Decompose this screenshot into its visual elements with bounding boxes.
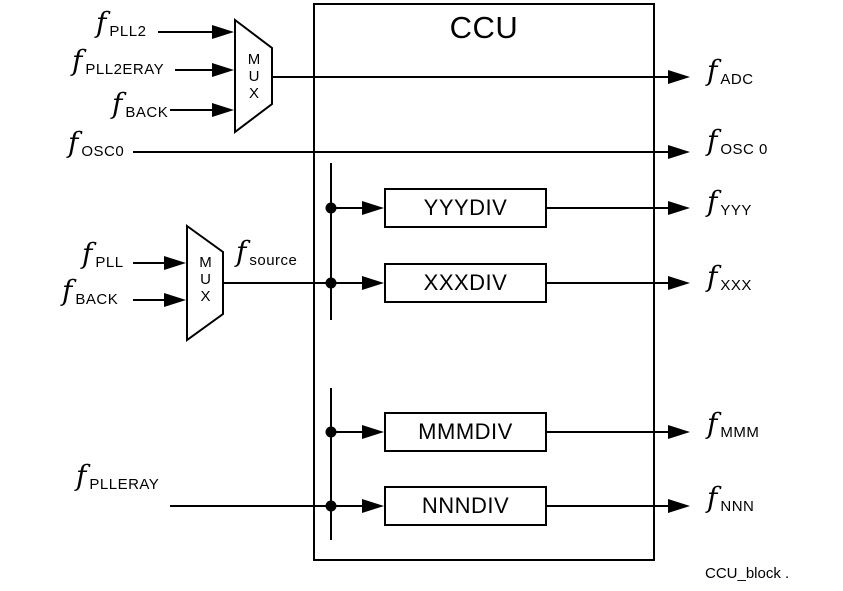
arrowhead-icon bbox=[212, 25, 234, 39]
arrowhead-icon bbox=[668, 276, 690, 290]
arrowhead-icon bbox=[362, 499, 384, 513]
signal-label-f-yyy: f YYY bbox=[707, 185, 752, 219]
mux2-letter-u: U bbox=[200, 271, 211, 288]
arrowhead-icon bbox=[212, 63, 234, 77]
mux2-letter-x: X bbox=[200, 288, 211, 305]
mux1-letter-m: M bbox=[247, 51, 261, 68]
signal-label-f-pll2eray: f PLL2ERAY bbox=[72, 44, 165, 78]
arrowhead-icon bbox=[668, 425, 690, 439]
signal-label-f-osc0-in: f OSC0 bbox=[68, 126, 125, 160]
arrowhead-icon bbox=[362, 201, 384, 215]
signal-label-f-source: f source bbox=[236, 235, 298, 269]
signal-label-f-xxx: f XXX bbox=[707, 260, 752, 294]
mux2-label: M U X bbox=[188, 254, 223, 305]
yyydiv-label: YYYDIV bbox=[423, 195, 508, 220]
mmmdiv-box bbox=[384, 412, 547, 452]
ccu-block-title: CCU bbox=[449, 10, 519, 45]
arrowhead-icon bbox=[212, 103, 234, 117]
junction-dot bbox=[325, 202, 337, 214]
signal-label-f-mmm: f MMM bbox=[707, 407, 760, 441]
signal-label-f-back-top: f BACK bbox=[112, 87, 169, 121]
arrowhead-icon bbox=[362, 276, 384, 290]
signal-label-f-back-mid: f BACK bbox=[62, 274, 119, 308]
figure-caption: CCU_block . bbox=[705, 565, 790, 582]
mux2-shape bbox=[186, 224, 224, 342]
arrowhead-icon bbox=[668, 145, 690, 159]
signal-label-f-nnn: f NNN bbox=[707, 481, 755, 515]
junction-dot bbox=[325, 500, 337, 512]
arrowhead-icon bbox=[668, 201, 690, 215]
junction-dot bbox=[325, 277, 337, 289]
mux2-letter-m: M bbox=[199, 254, 212, 271]
signal-label-f-pll: f PLL bbox=[82, 237, 124, 271]
mux1-label: M U X bbox=[236, 51, 272, 102]
signal-label-f-adc: f ADC bbox=[707, 54, 754, 88]
arrowhead-icon bbox=[164, 293, 186, 307]
mmmdiv-label: MMMDIV bbox=[418, 419, 513, 444]
nnndiv-label: NNNDIV bbox=[421, 493, 510, 518]
signal-label-f-osc0-out: f OSC 0 bbox=[707, 124, 768, 158]
yyydiv-box bbox=[384, 188, 547, 228]
arrowhead-icon bbox=[362, 425, 384, 439]
mux1-letter-x: X bbox=[248, 85, 259, 102]
arrowhead-icon bbox=[668, 70, 690, 84]
arrowhead-icon bbox=[668, 499, 690, 513]
arrowhead-icon bbox=[164, 256, 186, 270]
signal-label-f-plleray: f PLLERAY bbox=[76, 459, 160, 493]
junction-dot bbox=[325, 426, 337, 438]
nnndiv-box bbox=[384, 486, 547, 526]
mux1-shape bbox=[234, 17, 273, 135]
signal-label-f-pll2: f PLL2 bbox=[96, 6, 147, 40]
xxxdiv-label: XXXDIV bbox=[423, 270, 508, 295]
mux1-letter-u: U bbox=[248, 68, 260, 85]
